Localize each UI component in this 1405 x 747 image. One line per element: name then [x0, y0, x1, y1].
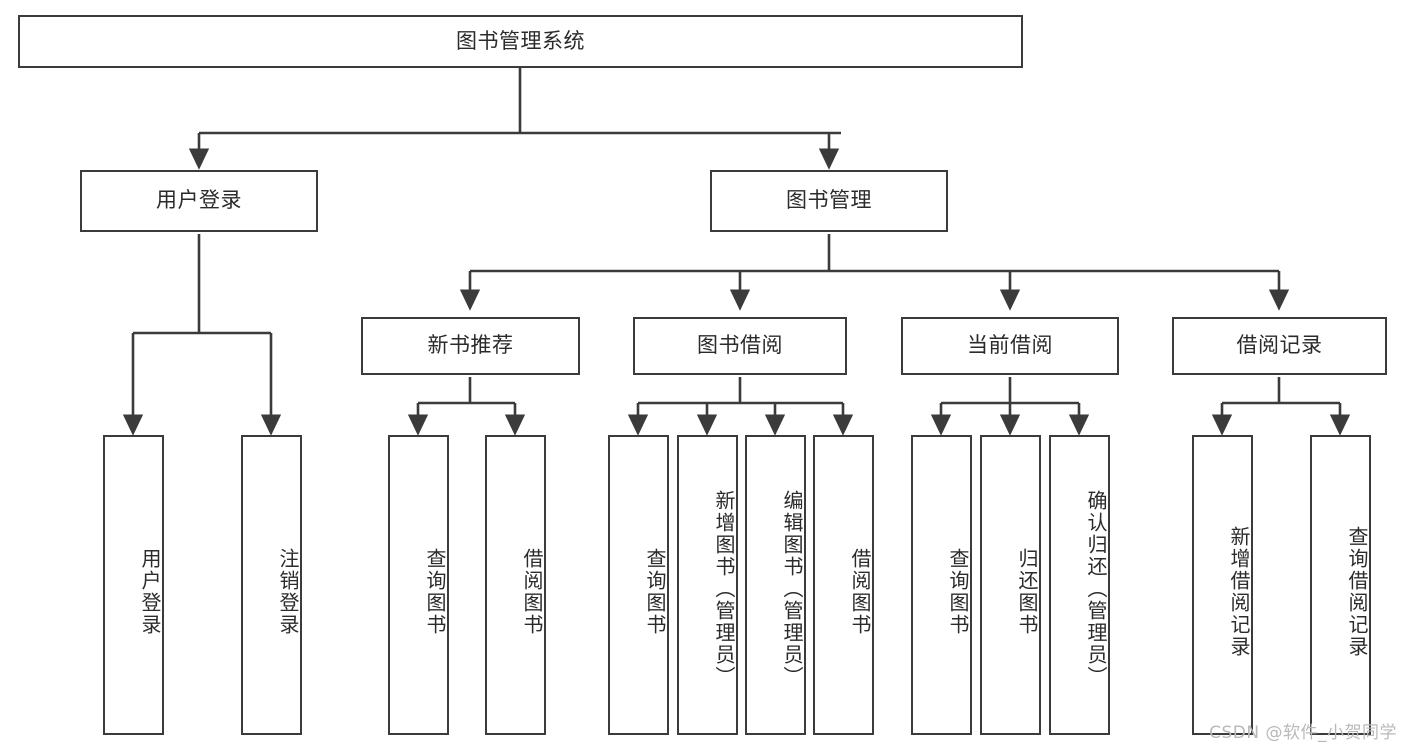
watermark-text: CSDN @软件_小贺同学	[1209, 723, 1397, 743]
leaf-book-borrow-query-books[interactable]: 查询图书	[608, 435, 669, 735]
leaf-new-book-query-books[interactable]: 查询图书	[388, 435, 449, 735]
node-label: 借阅图书	[520, 548, 544, 636]
leaf-user-login-login[interactable]: 用户登录	[103, 435, 164, 735]
leaf-book-borrow-edit-book-admin[interactable]: 编辑图书（管理员）	[745, 435, 806, 735]
node-label: 当前借阅	[967, 333, 1053, 358]
node-label: 图书管理	[786, 188, 872, 213]
node-new-book-recommendation[interactable]: 新书推荐	[361, 317, 580, 375]
node-current-borrowing[interactable]: 当前借阅	[901, 317, 1119, 375]
leaf-user-login-logout[interactable]: 注销登录	[241, 435, 302, 735]
leaf-borrow-record-add-record[interactable]: 新增借阅记录	[1192, 435, 1253, 735]
node-root-book-management-system[interactable]: 图书管理系统	[18, 15, 1023, 68]
node-label: 查询图书	[643, 548, 667, 636]
node-borrow-records[interactable]: 借阅记录	[1172, 317, 1387, 375]
node-label: 查询借阅记录	[1345, 526, 1369, 658]
leaf-new-book-borrow-books[interactable]: 借阅图书	[485, 435, 546, 735]
node-book-management[interactable]: 图书管理	[710, 170, 948, 232]
node-label: 归还图书	[1015, 548, 1039, 636]
node-label: 用户登录	[138, 548, 162, 636]
node-label: 借阅图书	[848, 548, 872, 636]
leaf-book-borrow-add-book-admin[interactable]: 新增图书（管理员）	[677, 435, 738, 735]
node-label: 图书借阅	[697, 333, 783, 358]
leaf-current-borrow-confirm-return-admin[interactable]: 确认归还（管理员）	[1049, 435, 1110, 735]
node-label: 确认归还（管理员）	[1084, 490, 1108, 688]
node-label: 借阅记录	[1236, 333, 1323, 358]
node-label: 用户登录	[156, 188, 242, 213]
node-label: 新书推荐	[427, 333, 514, 358]
node-label: 查询图书	[423, 548, 447, 636]
leaf-current-borrow-return-books[interactable]: 归还图书	[980, 435, 1041, 735]
node-user-login[interactable]: 用户登录	[80, 170, 318, 232]
leaf-borrow-record-query-record[interactable]: 查询借阅记录	[1310, 435, 1371, 735]
node-label: 查询图书	[946, 548, 970, 636]
node-book-borrowing[interactable]: 图书借阅	[633, 317, 847, 375]
leaf-current-borrow-query-books[interactable]: 查询图书	[911, 435, 972, 735]
node-label: 新增图书（管理员）	[712, 490, 736, 688]
node-label: 编辑图书（管理员）	[780, 490, 804, 688]
node-label: 图书管理系统	[456, 28, 585, 53]
node-label: 新增借阅记录	[1227, 526, 1251, 658]
leaf-book-borrow-borrow-books[interactable]: 借阅图书	[813, 435, 874, 735]
node-label: 注销登录	[276, 548, 300, 636]
